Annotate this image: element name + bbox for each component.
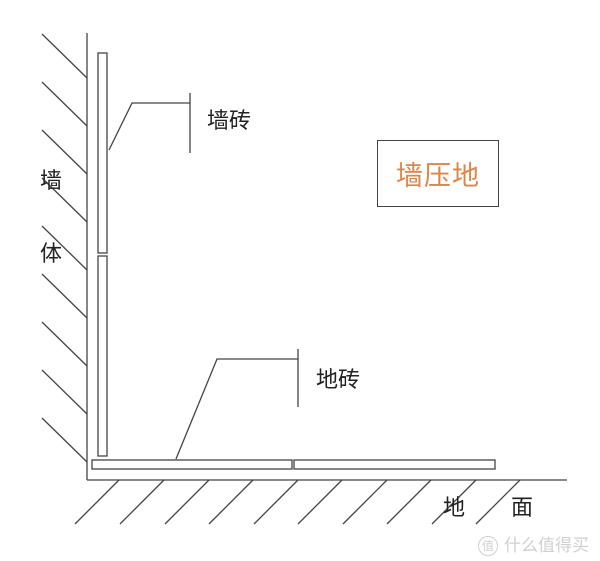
wall-hatch	[41, 33, 88, 463]
watermark: 值什么值得买	[478, 531, 589, 556]
watermark-logo-icon: 值	[478, 536, 498, 556]
floor-tile-right	[293, 459, 496, 470]
wall-tile-lower	[97, 255, 108, 457]
ground-char-1: 地	[443, 496, 466, 521]
floor-tile-left	[91, 459, 293, 470]
floor-tile-leader	[175, 358, 298, 460]
ground-hatch	[74, 479, 521, 525]
title-box: 墙压地	[377, 140, 499, 207]
wall-body-char-1: 墙	[40, 169, 63, 194]
title-text: 墙压地	[396, 161, 480, 192]
ground-char-2: 面	[511, 496, 534, 521]
floor-tile-label: 地砖	[316, 368, 361, 393]
wall-tile-upper	[97, 52, 108, 254]
wall-tile-label: 墙砖	[207, 109, 252, 134]
wall-tile-leader	[108, 102, 190, 151]
wall-body-char-2: 体	[40, 242, 63, 267]
watermark-text: 什么值得买	[504, 536, 589, 556]
